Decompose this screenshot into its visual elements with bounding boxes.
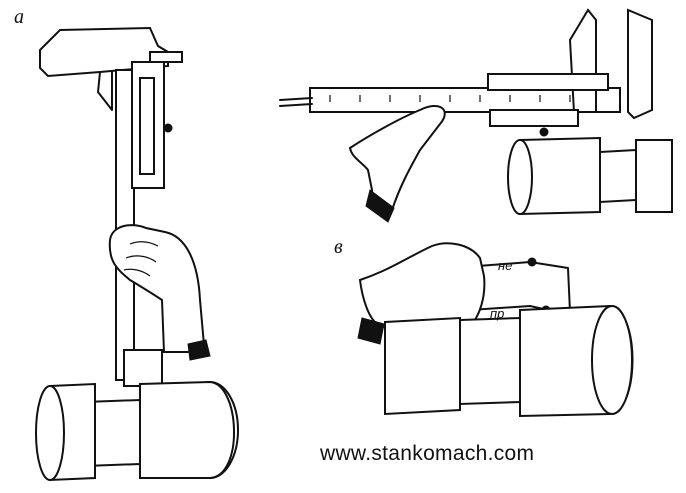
caliper-lock-screw xyxy=(163,123,173,133)
caliper-b-lock-screw xyxy=(539,127,549,137)
shaft-v-left-body xyxy=(384,316,461,416)
caliper-b-jaw-right xyxy=(627,8,653,120)
gauge-tag-go: пр xyxy=(490,306,505,321)
shaft-a-small-end xyxy=(35,385,65,481)
caliper-b-slider xyxy=(487,73,609,91)
caliper-b-vernier xyxy=(489,109,579,127)
shaft-b-small-body xyxy=(635,139,673,213)
shaft-v-right-end xyxy=(591,305,633,415)
hand-a-fingers xyxy=(123,241,159,277)
figure-v-snap-gauge xyxy=(357,242,634,418)
caliper-b-depth-rod xyxy=(279,97,313,107)
hand-a xyxy=(108,224,206,353)
gauge-no-go-pin xyxy=(527,257,537,267)
figure-b-caliper-horizontal xyxy=(279,8,673,223)
caliper-vernier-window xyxy=(139,77,155,175)
caliper-jaw-extension xyxy=(149,51,183,63)
caliper-b-scale xyxy=(329,95,571,102)
caliper-b-beam xyxy=(309,87,621,113)
caliper-lower-jaw xyxy=(123,349,163,387)
hand-b xyxy=(348,105,446,212)
caliper-jaw-tip xyxy=(97,71,113,111)
figure-a-caliper-vertical xyxy=(35,26,239,482)
gauge-tag-no-go: не xyxy=(498,258,513,273)
label-figure-a: а xyxy=(14,6,24,28)
shaft-a-large-body xyxy=(139,380,235,479)
shaft-v-neck xyxy=(459,316,521,406)
shaft-b-large-end xyxy=(507,139,533,215)
watermark-url: www.stankomach.com xyxy=(320,442,535,465)
label-figure-v: в xyxy=(334,236,343,258)
shaft-b-neck xyxy=(599,148,637,204)
hand-v-cuff xyxy=(357,317,385,345)
hand-a-cuff xyxy=(187,339,211,361)
hand-b-cuff xyxy=(365,189,395,223)
caliper-b-jaw-left xyxy=(568,8,597,113)
